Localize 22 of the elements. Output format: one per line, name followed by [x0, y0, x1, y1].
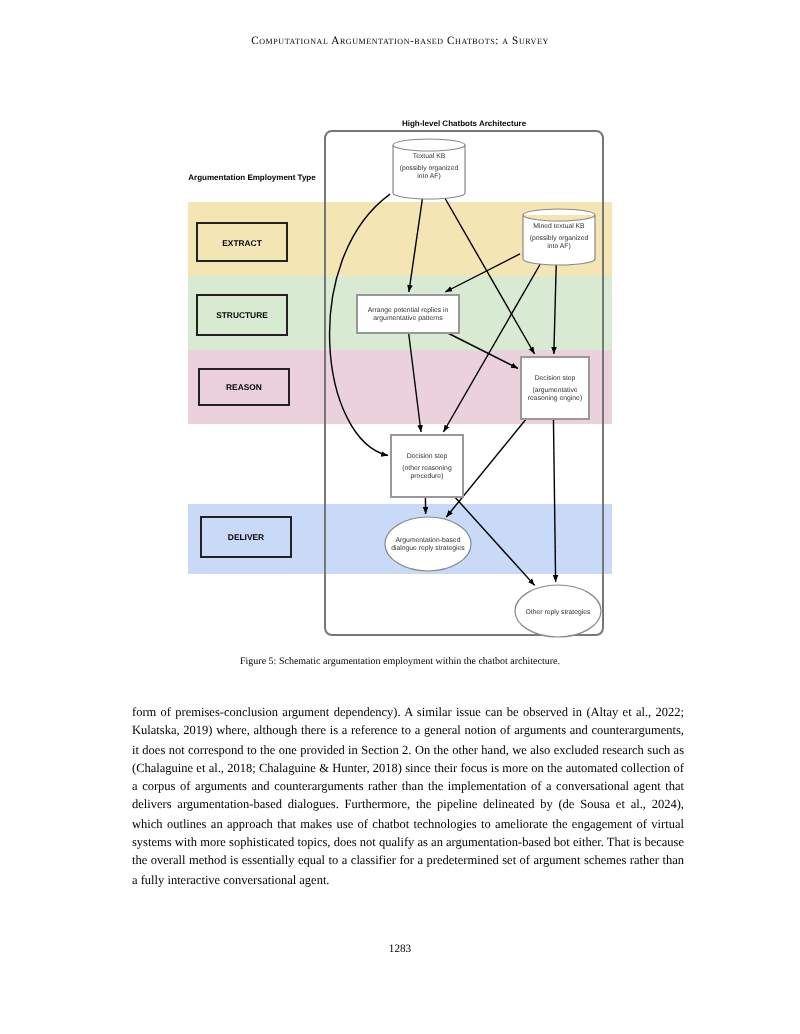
arrow: [453, 495, 536, 587]
employment-type-box: [196, 294, 288, 336]
process-box: [390, 434, 464, 498]
employment-type-box: [198, 368, 290, 406]
arrow: [442, 263, 541, 433]
arrow: [445, 417, 528, 518]
employment-type-box: [200, 516, 292, 558]
database-cylinder: [392, 138, 466, 200]
arrow: [329, 193, 391, 457]
arrow: [422, 495, 429, 515]
arrow: [552, 417, 559, 583]
arrow: [444, 197, 536, 355]
process-box: [356, 294, 460, 334]
arrow: [407, 197, 424, 293]
strategy-ellipse: [514, 584, 602, 638]
arrow: [445, 331, 519, 370]
process-box: [520, 356, 590, 420]
arrow: [444, 253, 521, 293]
arrow: [407, 331, 423, 433]
arrow: [551, 263, 557, 355]
strategy-ellipse: [384, 516, 472, 572]
employment-type-box: [196, 222, 288, 262]
